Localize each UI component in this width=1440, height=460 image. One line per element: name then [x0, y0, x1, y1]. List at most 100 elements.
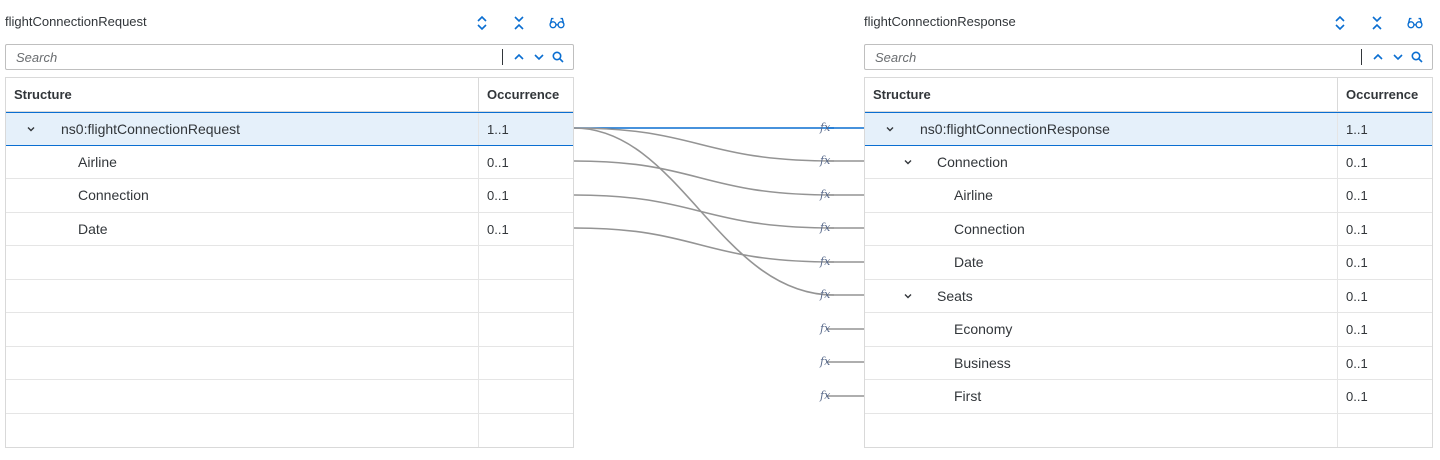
table-row[interactable]: Economy 0..1: [865, 313, 1432, 347]
table-header: Structure Occurrence: [865, 78, 1432, 112]
function-icon[interactable]: fx: [820, 154, 831, 167]
occurrence-cell: [1337, 413, 1433, 447]
chevron-down-icon[interactable]: [901, 289, 915, 303]
function-icon[interactable]: fx: [820, 288, 831, 301]
collapse-all-icon[interactable]: [508, 12, 530, 34]
table-row[interactable]: ns0:flightConnectionRequest 1..1: [6, 112, 573, 146]
table-row[interactable]: Business 0..1: [865, 346, 1433, 380]
target-panel-header: flightConnectionResponse: [864, 0, 1433, 44]
function-icon[interactable]: fx: [820, 188, 831, 201]
node-label: Date: [954, 254, 984, 270]
function-icon[interactable]: fx: [820, 221, 831, 234]
search-next-icon[interactable]: [530, 48, 548, 66]
table-row[interactable]: Connection 0..1: [6, 179, 573, 213]
occurrence-cell: 0..1: [478, 179, 574, 212]
mapping-line-root-to-seats[interactable]: [573, 127, 835, 296]
table-row[interactable]: Seats 0..1: [865, 279, 1433, 313]
node-label: Airline: [78, 153, 117, 170]
structure-cell: Connection: [865, 146, 1337, 179]
search-input[interactable]: [6, 45, 501, 69]
source-search-field[interactable]: [5, 44, 574, 70]
search-icon[interactable]: [1408, 48, 1426, 66]
node-label: ns0:flightConnectionResponse: [920, 121, 1110, 137]
structure-cell: Connection: [6, 179, 478, 212]
mapping-line-airline[interactable]: [573, 160, 835, 196]
occurrence-cell: [478, 413, 574, 447]
glasses-icon[interactable]: [1404, 12, 1426, 34]
occurrence-cell: 0..1: [1337, 380, 1433, 413]
node-label: Seats: [937, 287, 973, 304]
structure-cell: Business: [865, 347, 1337, 380]
chevron-down-icon[interactable]: [883, 122, 897, 136]
search-icon[interactable]: [549, 48, 567, 66]
structure-cell: Date: [6, 213, 478, 246]
search-next-icon[interactable]: [1389, 48, 1407, 66]
occurrence-cell: 0..1: [478, 212, 574, 245]
chevron-down-icon[interactable]: [24, 122, 38, 136]
expand-collapse-icon[interactable]: [471, 12, 493, 34]
empty-row: [6, 279, 573, 313]
function-icon[interactable]: fx: [820, 355, 831, 368]
structure-cell: Economy: [865, 313, 1337, 346]
structure-cell: Airline: [6, 146, 478, 179]
node-label: Connection: [937, 153, 1008, 170]
structure-cell: Airline: [865, 179, 1337, 212]
column-header-occurrence[interactable]: Occurrence: [1337, 78, 1432, 111]
table-row[interactable]: Date 0..1: [6, 212, 574, 246]
node-label: First: [954, 388, 982, 404]
occurrence-cell: 0..1: [478, 145, 574, 178]
search-previous-icon[interactable]: [1369, 48, 1387, 66]
source-panel-title: flightConnectionRequest: [5, 14, 147, 29]
table-row[interactable]: ns0:flightConnectionResponse 1..1: [865, 112, 1432, 146]
occurrence-cell: [478, 313, 574, 346]
mapping-line-root-to-connection[interactable]: [573, 127, 835, 162]
structure-cell: Seats: [865, 280, 1337, 313]
node-label: Airline: [954, 187, 993, 203]
chevron-down-icon[interactable]: [901, 155, 915, 169]
empty-row: [6, 246, 573, 280]
occurrence-cell: [478, 346, 574, 379]
occurrence-cell: 0..1: [1337, 279, 1433, 312]
search-input[interactable]: [865, 45, 1360, 69]
collapse-all-icon[interactable]: [1366, 12, 1388, 34]
node-label: Connection: [954, 220, 1025, 237]
empty-row: [6, 313, 573, 347]
structure-cell: ns0:flightConnectionRequest: [6, 113, 478, 145]
function-icon[interactable]: fx: [820, 322, 831, 335]
table-row[interactable]: Airline 0..1: [6, 145, 574, 179]
node-label: Business: [954, 354, 1011, 371]
expand-collapse-icon[interactable]: [1329, 12, 1351, 34]
table-row[interactable]: First 0..1: [865, 380, 1432, 414]
occurrence-cell: 0..1: [1337, 145, 1433, 178]
target-panel-title: flightConnectionResponse: [864, 14, 1016, 29]
search-previous-icon[interactable]: [510, 48, 528, 66]
function-icon[interactable]: fx: [820, 389, 831, 402]
column-header-structure[interactable]: Structure: [873, 87, 931, 102]
node-label: Date: [78, 220, 108, 237]
table-row[interactable]: Date 0..1: [865, 246, 1432, 280]
structure-cell: Date: [865, 246, 1337, 279]
occurrence-cell: 0..1: [1337, 313, 1433, 346]
empty-row: [865, 413, 1433, 447]
occurrence-cell: [478, 380, 574, 413]
mapping-line-date[interactable]: [573, 227, 835, 263]
mapping-line-connection[interactable]: [573, 194, 835, 229]
occurrence-cell: [478, 246, 574, 279]
table-row[interactable]: Connection 0..1: [865, 145, 1433, 179]
target-search-field[interactable]: [864, 44, 1433, 70]
occurrence-cell: 0..1: [1337, 346, 1433, 379]
glasses-icon[interactable]: [546, 12, 568, 34]
table-row[interactable]: Connection 0..1: [865, 212, 1432, 246]
function-icon[interactable]: fx: [820, 255, 831, 268]
occurrence-cell: 1..1: [1337, 113, 1433, 145]
text-caret: [502, 49, 503, 65]
table-row[interactable]: Airline 0..1: [865, 179, 1432, 213]
node-label: ns0:flightConnectionRequest: [61, 121, 241, 137]
occurrence-cell: 0..1: [1337, 179, 1433, 212]
column-header-occurrence[interactable]: Occurrence: [478, 78, 573, 111]
structure-cell: Connection: [865, 213, 1337, 246]
column-header-structure[interactable]: Structure: [14, 87, 72, 102]
empty-row: [6, 413, 574, 447]
target-structure-table: Structure Occurrence ns0:flightConnectio…: [864, 77, 1433, 448]
function-icon[interactable]: fx: [820, 121, 831, 134]
